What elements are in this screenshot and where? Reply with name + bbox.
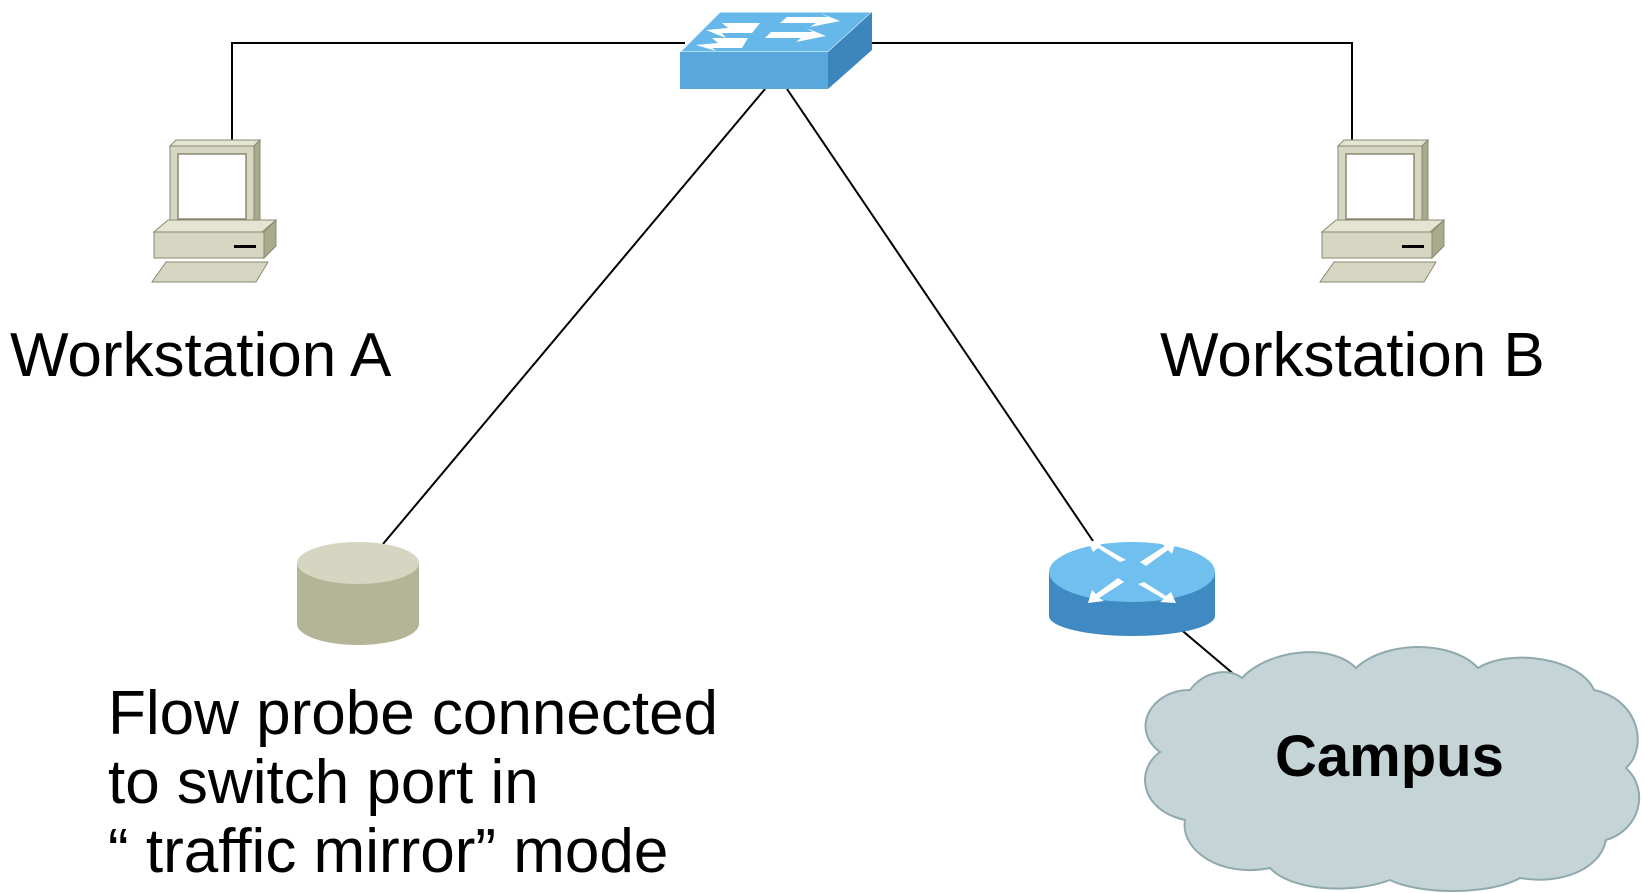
campus-label: Campus: [1275, 724, 1504, 789]
probe-label-line-1: Flow probe connected: [108, 679, 718, 748]
link-switch-probe: [382, 88, 766, 545]
workstation-b-computer-icon[interactable]: [1319, 138, 1446, 283]
link-switch-workstation-b: [868, 42, 1353, 140]
campus-cloud-icon[interactable]: [1144, 646, 1641, 892]
probe-label-line-2: to switch port in: [108, 748, 539, 817]
probe-label-line-3: “ traffic mirror” mode: [108, 817, 668, 886]
workstation-b-label: Workstation B: [1160, 321, 1545, 390]
link-switch-workstation-a: [231, 42, 685, 140]
workstation-a-computer-icon[interactable]: [151, 138, 278, 283]
workstation-a-label: Workstation A: [10, 321, 392, 390]
link-switch-router: [786, 88, 1094, 542]
switch-icon[interactable]: [678, 11, 874, 89]
router-icon[interactable]: [1049, 541, 1215, 636]
links: [231, 42, 1353, 683]
flow-probe-icon[interactable]: [297, 542, 419, 645]
